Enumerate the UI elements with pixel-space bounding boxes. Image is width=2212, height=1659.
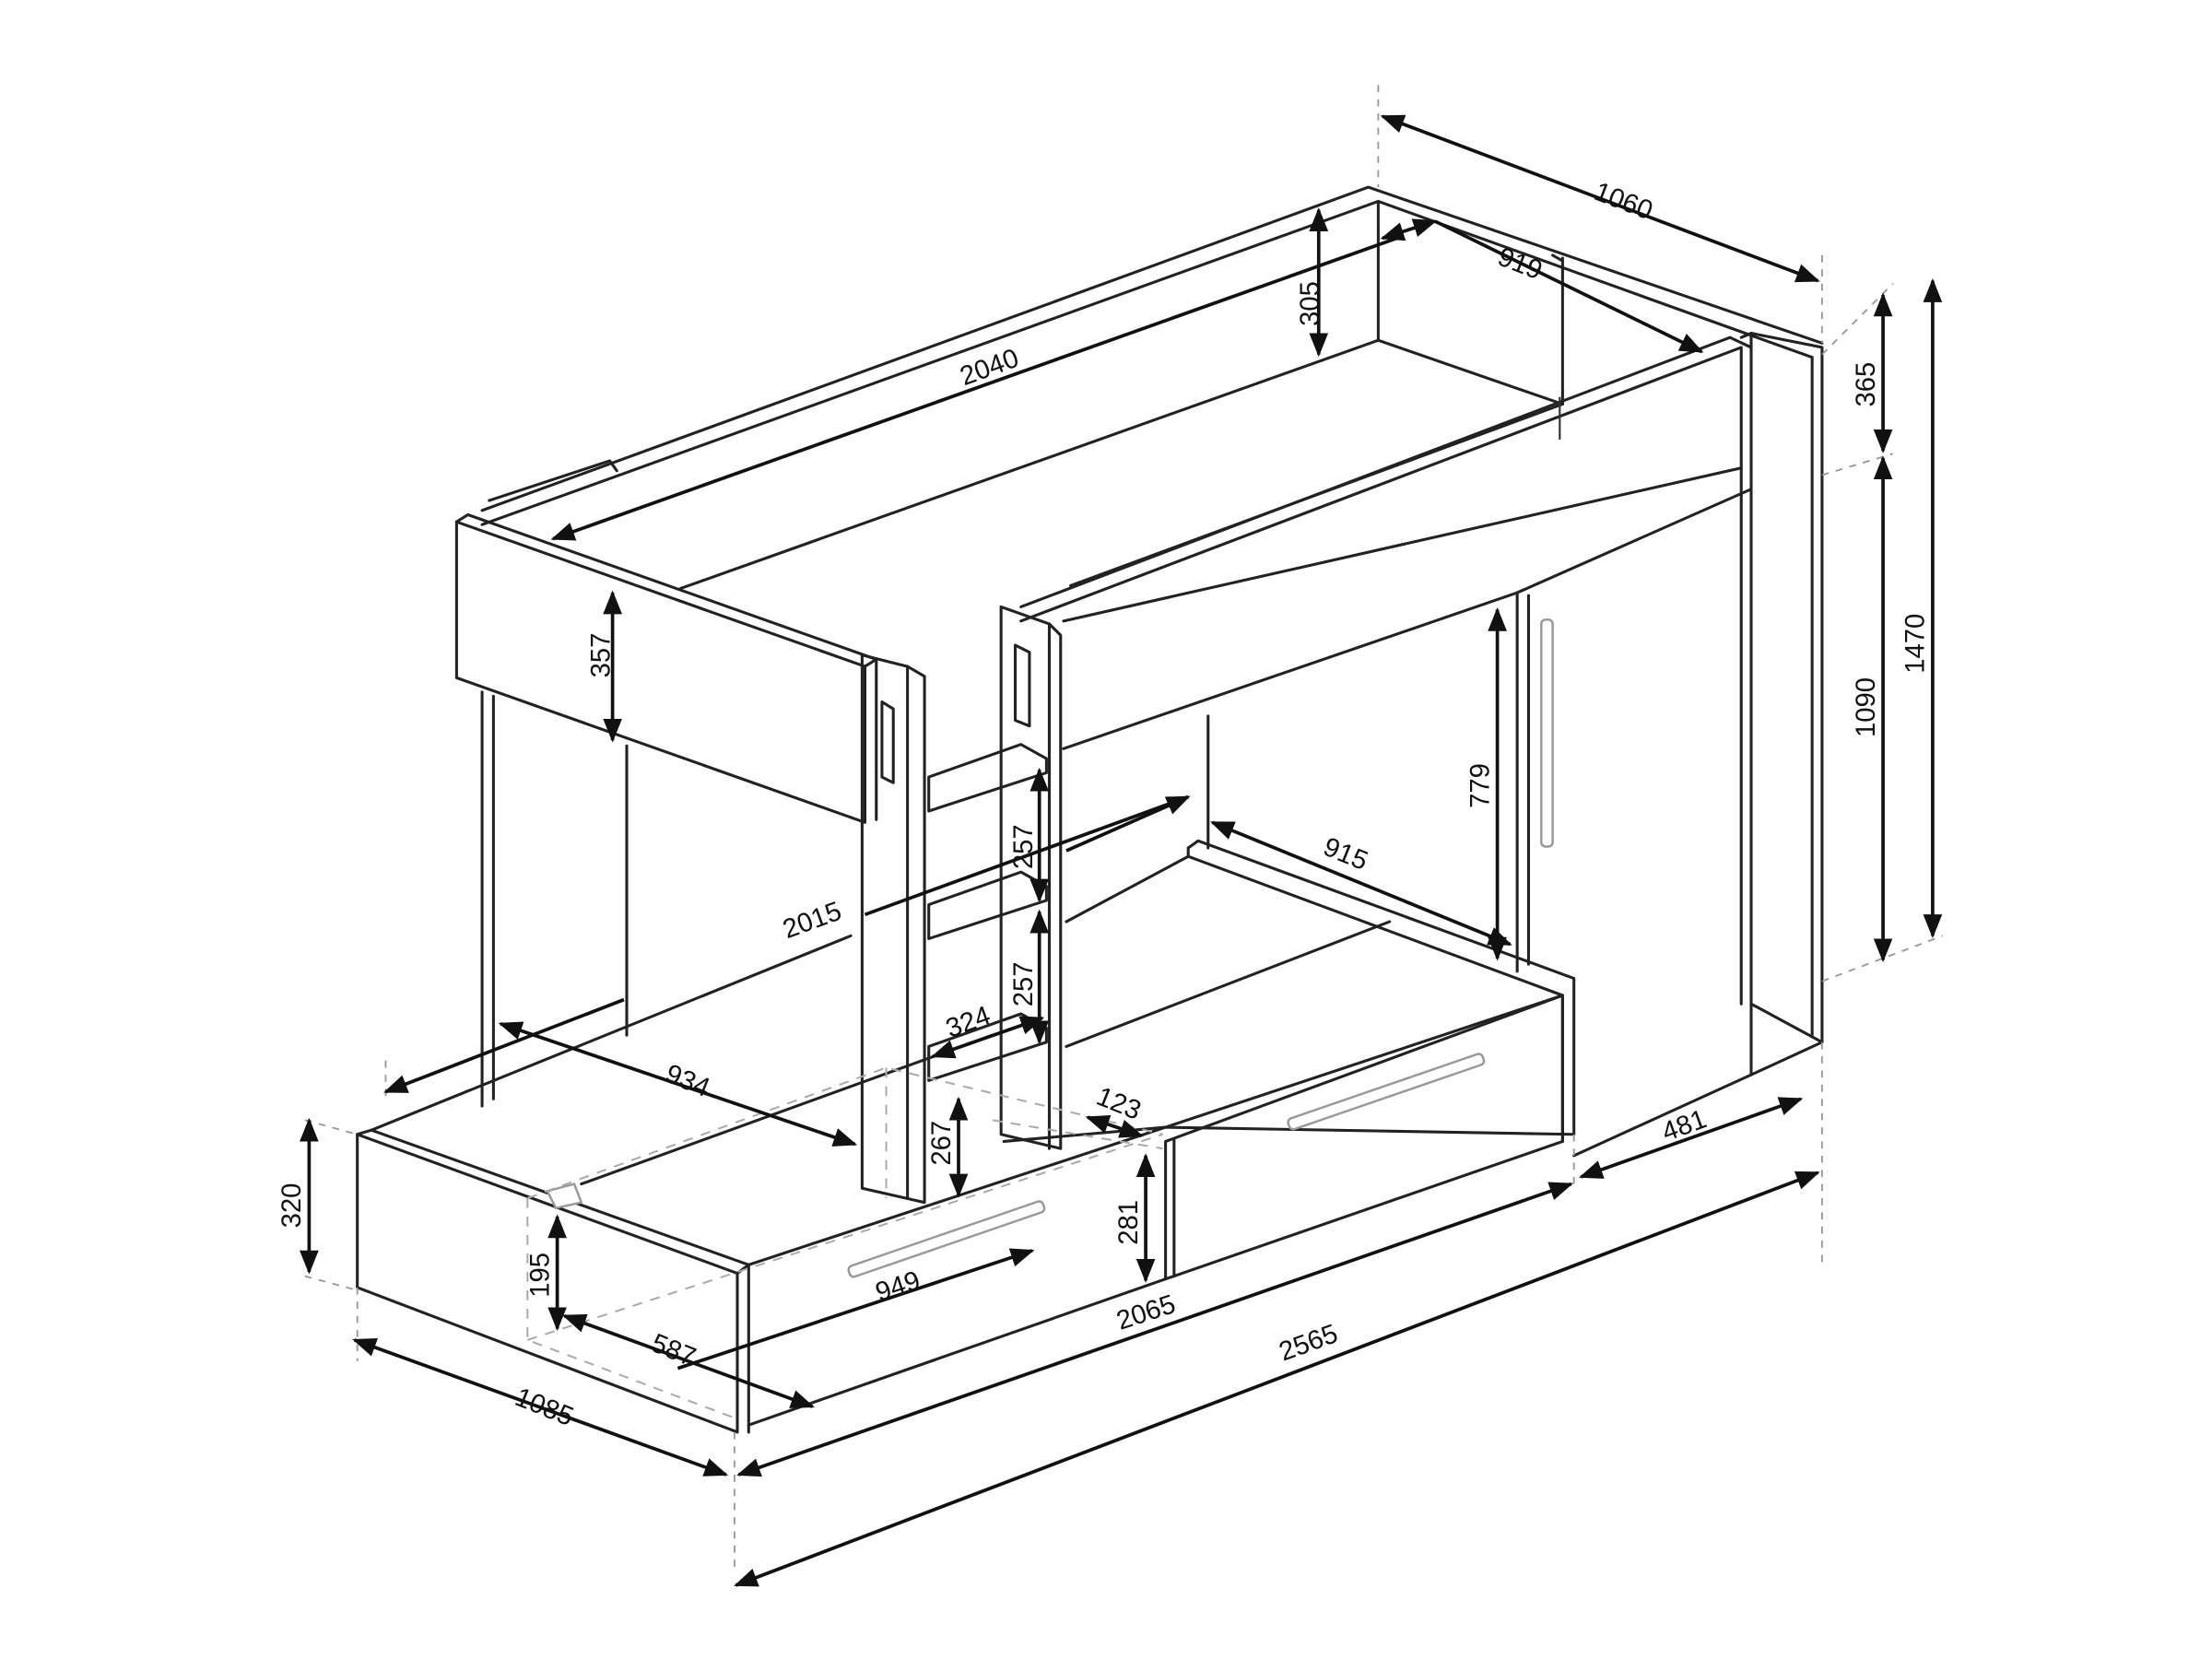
label-trundle-inner-height: 195 — [525, 1253, 555, 1298]
right-drawer — [1164, 994, 1564, 1281]
label-trundle-width: 1085 — [511, 1382, 577, 1432]
dimension-lines — [300, 114, 1943, 1587]
left-posts — [480, 690, 629, 1108]
label-wardrobe-top-height: 365 — [1852, 362, 1881, 407]
trundle — [356, 934, 1168, 1434]
label-wardrobe-width: 481 — [1658, 1104, 1711, 1147]
hidden-lines — [526, 1066, 1163, 1419]
trundle-handle — [847, 1200, 1046, 1278]
trundle-clip — [546, 1182, 583, 1210]
label-trundle-height: 320 — [277, 1183, 307, 1229]
label-ladder-step-lower: 257 — [1009, 962, 1039, 1007]
label-bottom-step-height: 267 — [927, 1121, 957, 1166]
label-overall-height: 1470 — [1901, 614, 1931, 674]
ladder-rung-2 — [927, 870, 1048, 941]
label-wardrobe-body-height: 1090 — [1852, 677, 1881, 737]
bed-structure — [304, 85, 1944, 1574]
extension-lines — [304, 85, 1944, 1574]
upper-end-panel — [454, 512, 878, 824]
label-overall-depth: 1060 — [1590, 177, 1656, 226]
wardrobe-handle — [1540, 618, 1554, 848]
label-lower-opening-height: 779 — [1465, 763, 1495, 808]
label-upper-guard-height: 305 — [1296, 281, 1325, 326]
label-drawer-height: 281 — [1114, 1200, 1144, 1245]
label-overall-length: 2565 — [1276, 1319, 1342, 1367]
label-trundle-depth: 934 — [661, 1059, 713, 1103]
label-bed-base-length: 2065 — [1113, 1289, 1180, 1336]
label-lower-bed-length: 2015 — [779, 897, 845, 945]
label-drawer-length: 949 — [872, 1265, 924, 1308]
label-ladder-step-upper: 257 — [1009, 824, 1039, 869]
upper-back-rail — [480, 185, 1824, 526]
label-trundle-inner-width: 587 — [647, 1328, 700, 1372]
label-drawer-offset: 123 — [1092, 1082, 1145, 1126]
ladder-rung-1 — [927, 743, 1048, 813]
right-drawer-handle — [1287, 1053, 1486, 1131]
dimension-labels: 1060 919 2040 305 357 365 1090 1470 779 … — [277, 177, 1931, 1432]
label-upper-end-panel-height: 357 — [587, 633, 617, 678]
label-upper-inner-depth: 919 — [1494, 242, 1547, 286]
